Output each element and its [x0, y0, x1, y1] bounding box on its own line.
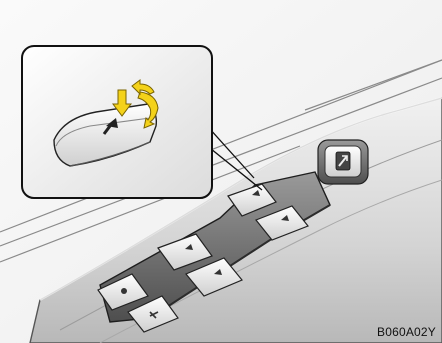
figure-code-label: B060A02Y — [377, 325, 436, 339]
window-lock-switch[interactable] — [318, 140, 368, 184]
inset-callout-box — [22, 46, 212, 198]
